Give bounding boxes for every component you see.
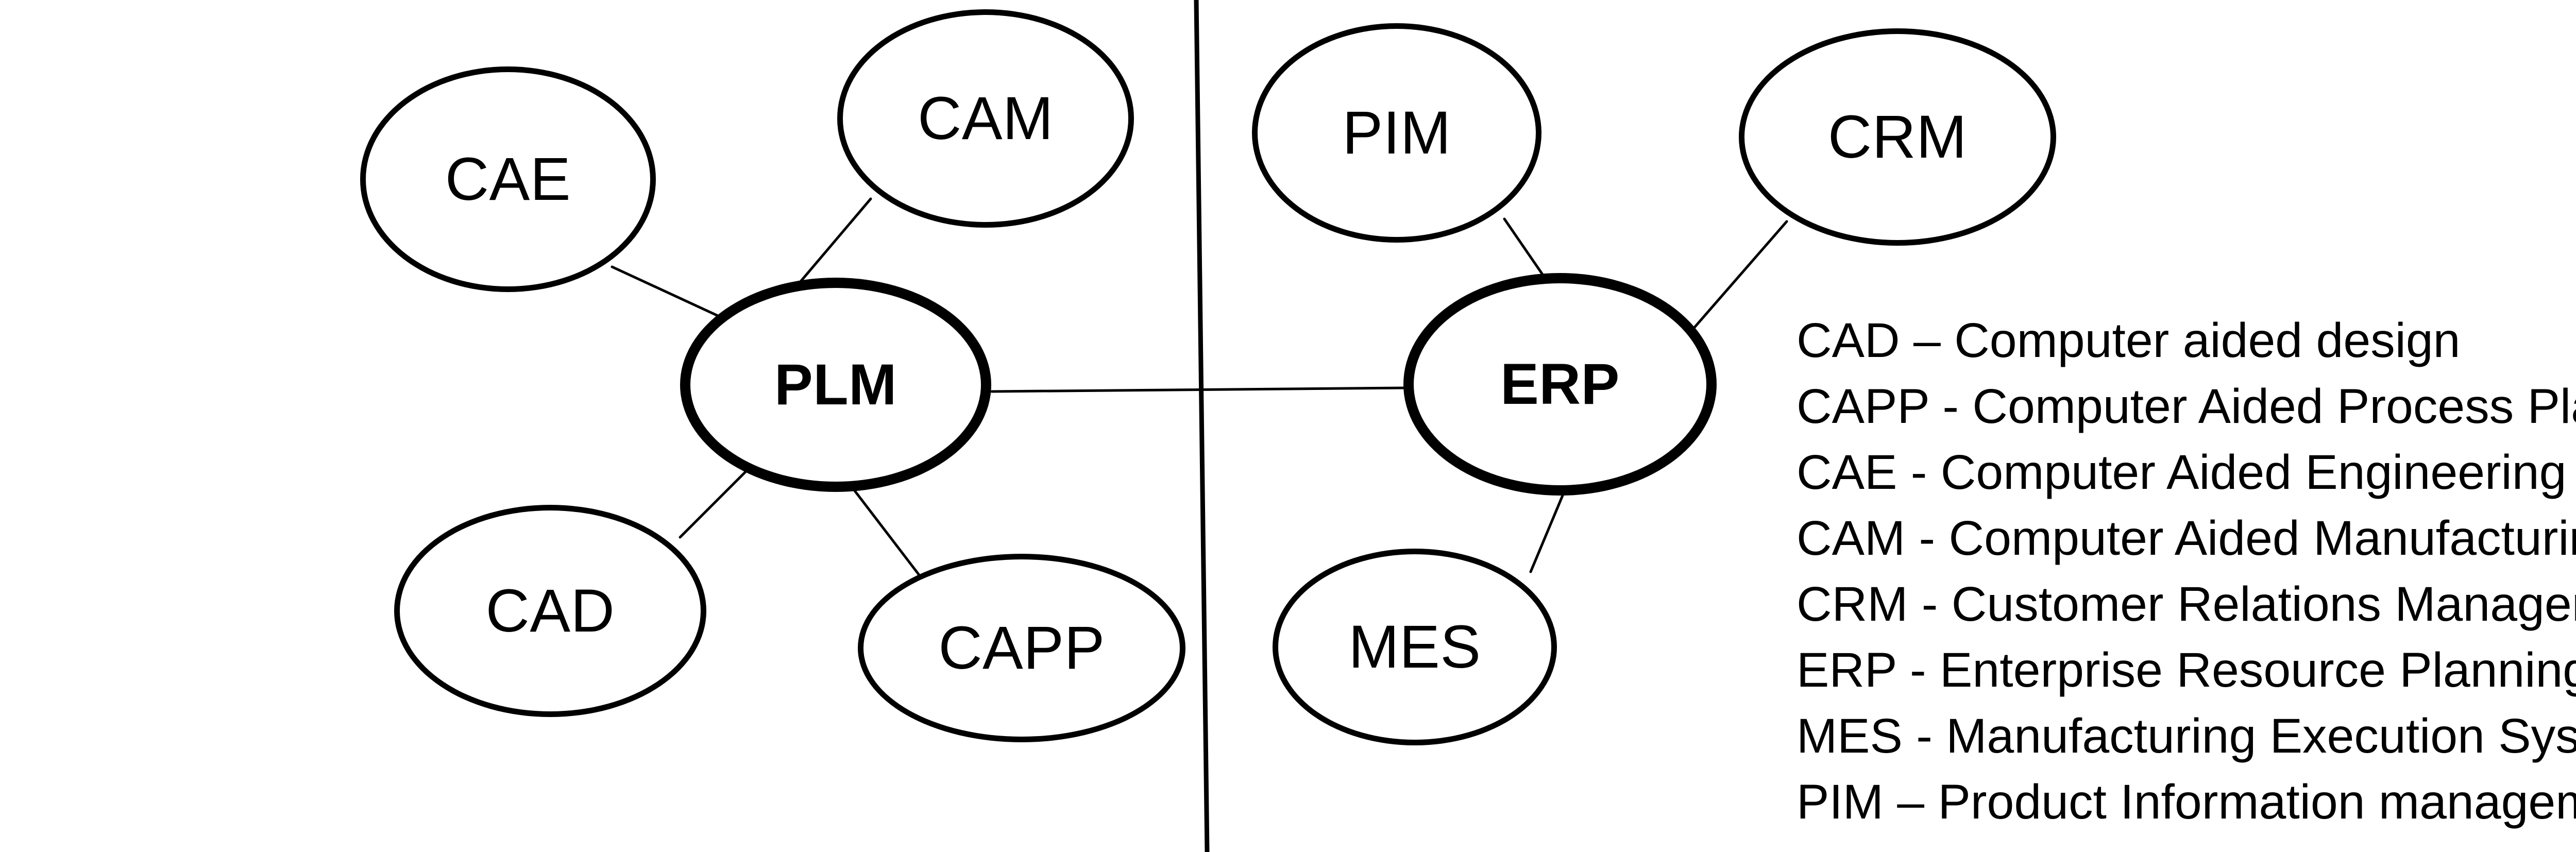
node-label-plm: PLM	[774, 352, 897, 417]
node-cam[interactable]: CAM	[837, 9, 1134, 228]
node-label-mes: MES	[1348, 613, 1481, 681]
node-cad[interactable]: CAD	[394, 505, 706, 717]
vertical-divider	[1194, 0, 1210, 852]
edge-cam-plm	[794, 197, 872, 288]
node-erp[interactable]: ERP	[1403, 273, 1717, 496]
node-capp[interactable]: CAPP	[858, 554, 1185, 742]
node-label-pim: PIM	[1342, 99, 1451, 167]
legend-line-2: CAPP - Computer Aided Process Planning	[1797, 379, 2576, 434]
node-label-cam: CAM	[918, 84, 1054, 152]
legend-line-7: MES - Manufacturing Execution System	[1797, 709, 2576, 763]
legend-line-8: PIM – Product Information management	[1797, 775, 2576, 829]
node-cae[interactable]: CAE	[360, 66, 656, 292]
node-label-cae: CAE	[445, 145, 571, 213]
legend-line-1: CAD – Computer aided design	[1797, 313, 2461, 368]
edge-cad-plm	[679, 462, 755, 539]
edge-cae-plm	[611, 265, 723, 319]
node-plm[interactable]: PLM	[680, 278, 991, 492]
legend-line-4: CAM - Computer Aided Manufacturing	[1797, 511, 2576, 566]
node-label-crm: CRM	[1827, 103, 1968, 171]
connector-lines	[611, 197, 1788, 583]
node-crm[interactable]: CRM	[1739, 28, 2056, 246]
legend-line-3: CAE - Computer Aided Engineering	[1797, 445, 2567, 500]
node-label-cad: CAD	[485, 577, 615, 645]
node-pim[interactable]: PIM	[1252, 23, 1541, 243]
edge-crm-erp	[1684, 220, 1788, 339]
legend-line-5: CRM - Customer Relations Management	[1797, 577, 2576, 632]
node-label-erp: ERP	[1500, 352, 1620, 416]
legend-line-6: ERP - Enterprise Resource Planning	[1797, 643, 2576, 697]
edge-capp-plm	[849, 483, 925, 583]
edge-mes-erp	[1529, 494, 1564, 573]
node-mes[interactable]: MES	[1273, 549, 1557, 745]
node-label-capp: CAPP	[938, 614, 1105, 682]
